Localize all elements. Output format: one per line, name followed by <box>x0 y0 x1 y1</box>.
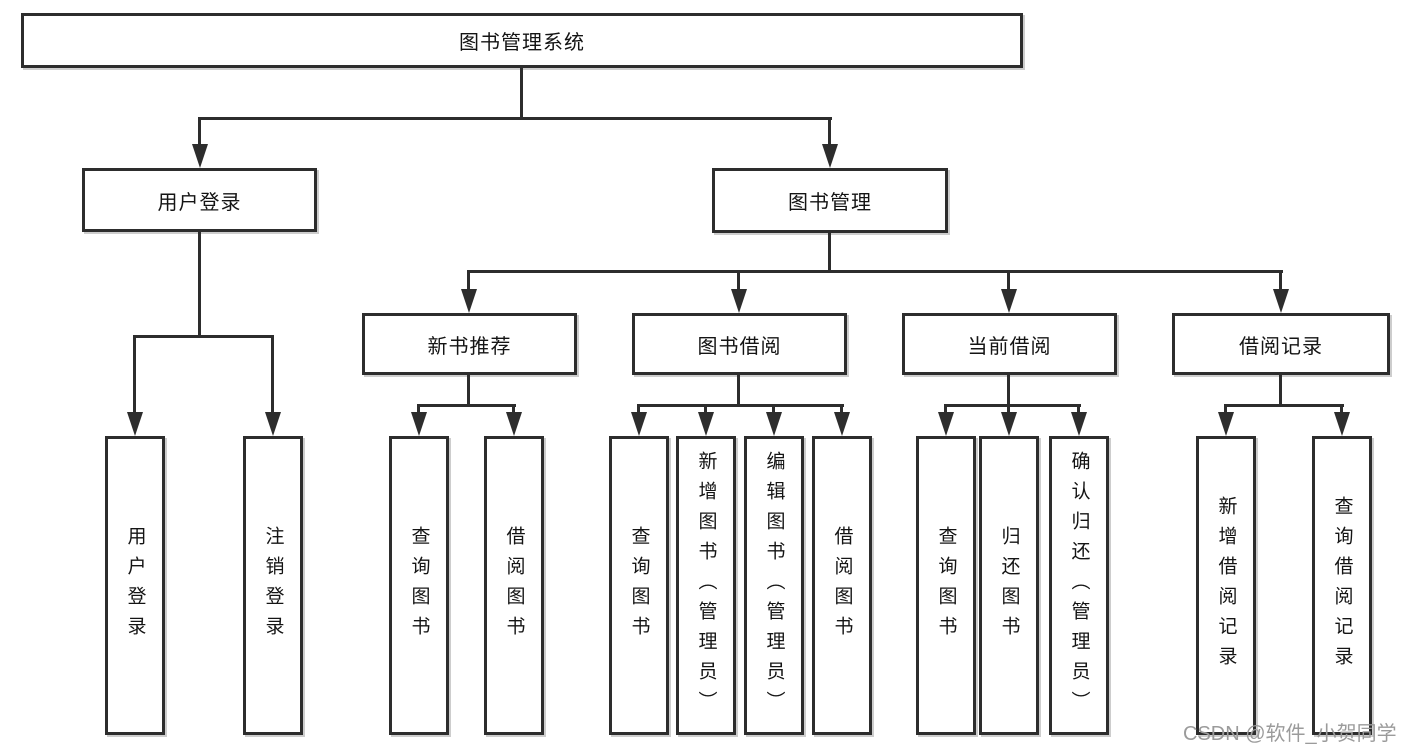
node-current-borrowing-label: 当前借阅 <box>967 335 1052 358</box>
connector-book-management-stem <box>828 233 831 272</box>
arrow-down-icon <box>411 412 427 436</box>
connector-to-book-borrowing <box>737 270 740 292</box>
connector-borrow-records-branch <box>1224 404 1344 407</box>
arrow-down-icon <box>822 144 838 168</box>
connector-to-leaf-add-record <box>1224 404 1227 415</box>
leaf-logout: 注销登录 <box>243 436 303 735</box>
leaf-query-borrow-record-label: 查询借阅记录 <box>1331 495 1353 676</box>
connector-to-leaf-borrow-book-2 <box>840 404 843 415</box>
node-new-book-recommend-label: 新书推荐 <box>427 335 512 358</box>
connector-current-borrowing-stem <box>1007 375 1010 406</box>
leaf-confirm-return-admin: 确认归还（管理员） <box>1049 436 1109 735</box>
connector-to-borrow-records <box>1279 270 1282 292</box>
leaf-borrow-book-1: 借阅图书 <box>484 436 544 735</box>
leaf-user-login: 用户登录 <box>105 436 165 735</box>
connector-to-leaf-query-book-1 <box>417 404 420 415</box>
node-root: 图书管理系统 <box>21 13 1023 68</box>
leaf-query-book-2: 查询图书 <box>609 436 669 735</box>
node-user-login-label: 用户登录 <box>157 191 242 214</box>
csdn-watermark: CSDN @软件_小贺同学 <box>1183 723 1397 745</box>
node-current-borrowing: 当前借阅 <box>902 313 1117 375</box>
leaf-edit-book-admin: 编辑图书（管理员） <box>744 436 804 735</box>
leaf-add-borrow-record: 新增借阅记录 <box>1196 436 1256 735</box>
arrow-down-icon <box>1334 412 1350 436</box>
leaf-return-book-label: 归还图书 <box>998 525 1020 646</box>
arrow-down-icon <box>1218 412 1234 436</box>
connector-root-to-book-management <box>828 117 831 147</box>
arrow-down-icon <box>127 412 143 436</box>
arrow-down-icon <box>938 412 954 436</box>
leaf-confirm-return-admin-label: 确认归还（管理员） <box>1068 450 1090 721</box>
leaf-edit-book-admin-label: 编辑图书（管理员） <box>763 450 785 721</box>
leaf-query-book-3-label: 查询图书 <box>935 525 957 646</box>
connector-to-leaf-return-book <box>1007 404 1010 415</box>
node-borrow-records: 借阅记录 <box>1172 313 1390 375</box>
leaf-borrow-book-1-label: 借阅图书 <box>503 525 525 646</box>
connector-to-leaf-edit-book <box>772 404 775 415</box>
arrow-down-icon <box>461 289 477 313</box>
leaf-user-login-label: 用户登录 <box>124 525 146 646</box>
connector-to-leaf-add-book <box>704 404 707 415</box>
connector-book-management-branch <box>468 270 1283 273</box>
connector-new-book-branch <box>417 404 516 407</box>
arrow-down-icon <box>1001 289 1017 313</box>
connector-to-leaf-confirm-return <box>1077 404 1080 415</box>
arrow-down-icon <box>506 412 522 436</box>
connector-root-stem <box>520 68 523 118</box>
connector-new-book-stem <box>467 375 470 406</box>
connector-book-borrowing-stem <box>737 375 740 406</box>
node-user-login: 用户登录 <box>82 168 317 232</box>
node-book-management-label: 图书管理 <box>788 192 872 214</box>
connector-book-borrowing-branch <box>637 404 844 407</box>
arrow-down-icon <box>731 289 747 313</box>
connector-to-leaf-user-login <box>133 335 136 415</box>
node-root-label: 图书管理系统 <box>459 32 585 54</box>
leaf-query-book-2-label: 查询图书 <box>628 525 650 646</box>
leaf-add-borrow-record-label: 新增借阅记录 <box>1215 495 1237 676</box>
leaf-query-book-1-label: 查询图书 <box>408 525 430 646</box>
leaf-return-book: 归还图书 <box>979 436 1039 735</box>
connector-root-branch <box>198 117 832 120</box>
leaf-query-book-1: 查询图书 <box>389 436 449 735</box>
connector-user-login-branch <box>133 335 274 338</box>
leaf-query-book-3: 查询图书 <box>916 436 976 735</box>
arrow-down-icon <box>766 412 782 436</box>
leaf-borrow-book-2: 借阅图书 <box>812 436 872 735</box>
connector-to-current-borrowing <box>1007 270 1010 292</box>
node-book-borrowing: 图书借阅 <box>632 313 847 375</box>
arrow-down-icon <box>265 412 281 436</box>
node-borrow-records-label: 借阅记录 <box>1239 335 1323 358</box>
arrow-down-icon <box>1273 289 1289 313</box>
node-book-management: 图书管理 <box>712 168 948 233</box>
arrow-down-icon <box>834 412 850 436</box>
leaf-borrow-book-2-label: 借阅图书 <box>831 525 853 646</box>
arrow-down-icon <box>192 144 208 168</box>
connector-user-login-stem <box>198 232 201 337</box>
arrow-down-icon <box>1001 412 1017 436</box>
connector-to-leaf-query-book-3 <box>944 404 947 415</box>
connector-root-to-user-login <box>198 117 201 147</box>
connector-to-leaf-logout <box>271 335 274 415</box>
leaf-logout-label: 注销登录 <box>262 525 284 646</box>
connector-to-new-book-recommend <box>467 270 470 292</box>
connector-borrow-records-stem <box>1279 375 1282 406</box>
node-new-book-recommend: 新书推荐 <box>362 313 577 375</box>
connector-to-leaf-query-book-2 <box>637 404 640 415</box>
connector-to-leaf-query-record <box>1340 404 1343 415</box>
leaf-add-book-admin-label: 新增图书（管理员） <box>695 450 717 721</box>
leaf-add-book-admin: 新增图书（管理员） <box>676 436 736 735</box>
connector-current-borrowing-branch <box>944 404 1081 407</box>
arrow-down-icon <box>1071 412 1087 436</box>
arrow-down-icon <box>631 412 647 436</box>
connector-to-leaf-borrow-book-1 <box>512 404 515 415</box>
arrow-down-icon <box>698 412 714 436</box>
leaf-query-borrow-record: 查询借阅记录 <box>1312 436 1372 735</box>
node-book-borrowing-label: 图书借阅 <box>697 335 782 358</box>
